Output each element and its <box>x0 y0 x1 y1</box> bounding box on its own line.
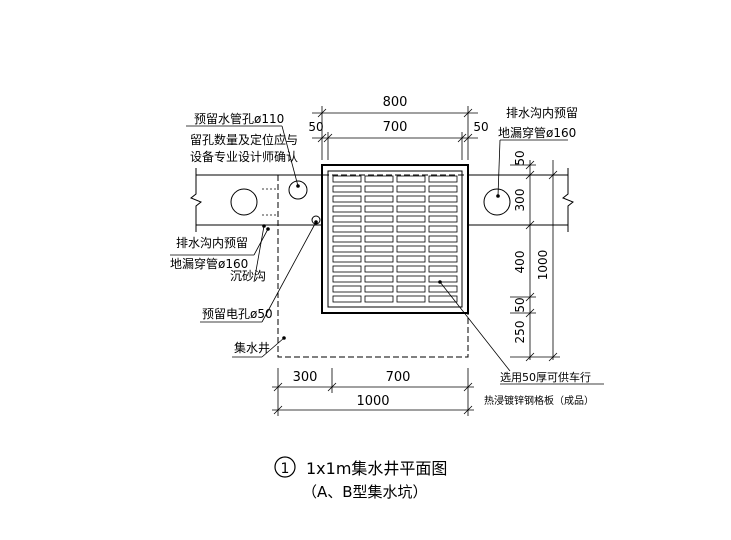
grating-slot <box>428 175 458 183</box>
grating-slot <box>364 295 394 303</box>
grating-slot <box>364 185 394 193</box>
grating-slot <box>428 215 458 223</box>
label-sand-trap: 沉砂沟 <box>230 269 266 283</box>
grating-slot <box>396 195 426 203</box>
right-drain-pipe-circle <box>483 188 511 216</box>
label-electric-hole: 预留电孔ø50 <box>202 307 273 321</box>
electric-hole-circle <box>311 215 321 225</box>
grating-slot <box>364 225 394 233</box>
top-dimension-lines <box>312 106 478 160</box>
title-number: 1 <box>281 461 290 477</box>
grating-slot <box>428 285 458 293</box>
grating-slot <box>332 175 362 183</box>
bottom-dimension-lines <box>272 368 474 416</box>
grating-slot <box>428 195 458 203</box>
grating-slot <box>396 215 426 223</box>
grating-slot <box>428 235 458 243</box>
grating-slot <box>396 275 426 283</box>
grating-slot <box>364 265 394 273</box>
grating-slot <box>428 255 458 263</box>
dim-right-50-top: 50 <box>513 150 527 165</box>
grating-slot <box>332 255 362 263</box>
label-sump-well: 集水井 <box>234 340 270 355</box>
label-drain-sleeve-right-2: 地漏穿管ø160 <box>498 125 576 140</box>
grating-slot <box>428 245 458 253</box>
grating-slot <box>364 235 394 243</box>
grating-slot <box>364 245 394 253</box>
title-main: 1x1m集水井平面图 <box>306 459 447 478</box>
grating-slot <box>396 235 426 243</box>
label-drain-sleeve-left-1: 排水沟内预留 <box>176 236 248 250</box>
grating-slot <box>332 205 362 213</box>
dim-right-total: 1000 <box>536 250 550 281</box>
grating-slot <box>364 255 394 263</box>
grating-slot <box>332 225 362 233</box>
dim-bottom-middle: 700 <box>386 370 411 385</box>
steel-grating <box>321 164 469 314</box>
dim-top-left-edge: 50 <box>308 120 323 134</box>
dim-right-400: 400 <box>513 251 527 274</box>
grating-slot <box>396 175 426 183</box>
title-number-circle <box>274 456 296 478</box>
grating-slot <box>428 295 458 303</box>
grating-slot <box>332 285 362 293</box>
pipe-guide-lines <box>262 188 278 216</box>
grating-slot <box>332 215 362 223</box>
left-drain-pipe-circle <box>230 188 258 216</box>
grating-slot <box>364 205 394 213</box>
grating-slot <box>332 295 362 303</box>
grating-slot <box>396 245 426 253</box>
leader-lines <box>170 125 604 385</box>
grating-slot <box>332 265 362 273</box>
grating-slot <box>396 255 426 263</box>
reserved-water-pipe-circle <box>288 180 308 200</box>
dim-bottom-left: 300 <box>293 370 318 385</box>
title-sub: （A、B型集水坑） <box>302 483 428 501</box>
grating-slot <box>332 235 362 243</box>
grating-slot <box>332 245 362 253</box>
grating-slot <box>364 175 394 183</box>
grating-slot <box>332 195 362 203</box>
dim-top-total: 800 <box>383 95 408 110</box>
grating-slot <box>364 195 394 203</box>
label-grating-1: 选用50厚可供车行 <box>500 370 591 384</box>
leader-dots <box>262 184 500 340</box>
grating-slot <box>396 265 426 273</box>
grating-slot <box>364 215 394 223</box>
grating-slot <box>332 275 362 283</box>
right-dimension-lines <box>510 160 560 362</box>
grating-slot <box>428 185 458 193</box>
grating-slot <box>332 185 362 193</box>
dim-top-middle: 700 <box>383 120 408 135</box>
grating-slot <box>396 205 426 213</box>
label-drain-sleeve-left-2: 地漏穿管ø160 <box>170 256 248 271</box>
grating-slot <box>396 295 426 303</box>
label-reserved-pipe-hole-1: 预留水管孔ø110 <box>194 111 284 126</box>
label-drain-sleeve-right-1: 排水沟内预留 <box>506 106 578 120</box>
dim-right-50-bottom: 50 <box>513 297 527 312</box>
grating-slot <box>396 185 426 193</box>
dim-top-right-edge: 50 <box>473 120 488 134</box>
grating-slot <box>428 205 458 213</box>
dim-bottom-total: 1000 <box>356 394 389 409</box>
grating-slot <box>364 285 394 293</box>
label-grating-2: 热浸镀锌钢格板（成品） <box>484 394 594 407</box>
grating-slot <box>396 285 426 293</box>
label-reserved-pipe-hole-3: 设备专业设计师确认 <box>190 149 298 164</box>
dim-right-300: 300 <box>513 189 527 212</box>
grating-slot <box>364 275 394 283</box>
grating-slot <box>428 225 458 233</box>
grating-slot <box>428 265 458 273</box>
grating-slot <box>428 275 458 283</box>
grating-slot <box>396 225 426 233</box>
label-reserved-pipe-hole-2: 留孔数量及定位应与 <box>190 132 298 147</box>
dim-right-250: 250 <box>513 321 527 344</box>
